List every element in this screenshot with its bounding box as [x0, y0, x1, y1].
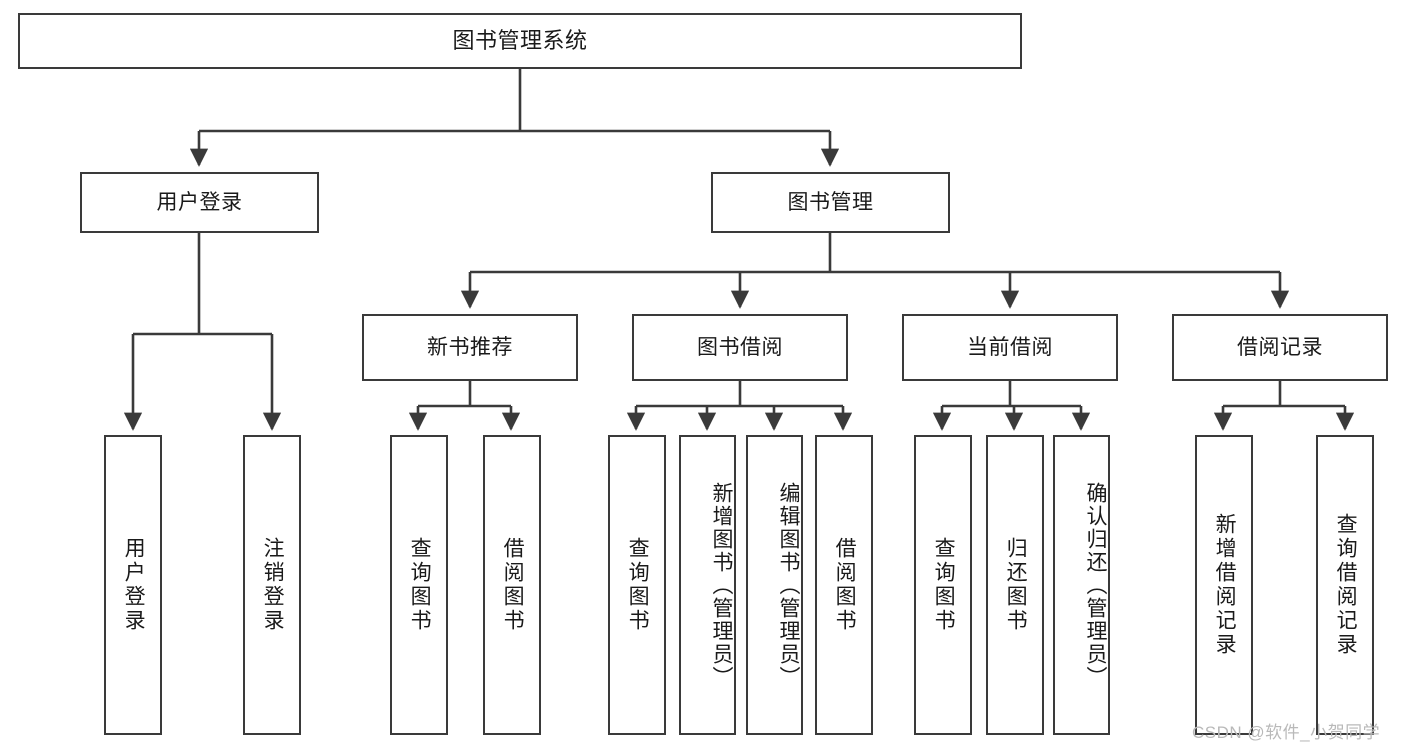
node-user-login[interactable]: 用户登录: [80, 172, 319, 233]
node-label: 当前借阅: [967, 335, 1053, 359]
node-label: 用户登录: [122, 537, 146, 633]
leaf-query-borrow-record[interactable]: 查询借阅记录: [1316, 435, 1374, 735]
node-label: 查询图书: [932, 537, 956, 633]
csdn-watermark: CSDN @软件_小贺同学: [1192, 723, 1381, 742]
leaf-query-book-borrow[interactable]: 查询图书: [608, 435, 666, 735]
node-label: 确认归还（管理员）: [1084, 481, 1107, 689]
node-label: 注销登录: [261, 537, 285, 633]
node-label: 查询图书: [626, 537, 650, 633]
leaf-edit-book-admin[interactable]: 编辑图书（管理员）: [746, 435, 803, 735]
node-label: 图书借阅: [697, 335, 783, 359]
leaf-borrow-book-new[interactable]: 借阅图书: [483, 435, 541, 735]
leaf-add-book-admin[interactable]: 新增图书（管理员）: [679, 435, 736, 735]
node-borrow-records[interactable]: 借阅记录: [1172, 314, 1388, 381]
node-new-book-recommend[interactable]: 新书推荐: [362, 314, 578, 381]
node-book-borrow[interactable]: 图书借阅: [632, 314, 848, 381]
leaf-query-book-new[interactable]: 查询图书: [390, 435, 448, 735]
node-label: 借阅图书: [833, 537, 857, 633]
node-root-system[interactable]: 图书管理系统: [18, 13, 1022, 69]
node-label: 新增图书（管理员）: [710, 481, 733, 689]
leaf-user-login[interactable]: 用户登录: [104, 435, 162, 735]
node-label: 借阅图书: [501, 537, 525, 633]
node-label: 新书推荐: [427, 335, 513, 359]
node-label: 用户登录: [156, 190, 243, 214]
leaf-add-borrow-record[interactable]: 新增借阅记录: [1195, 435, 1253, 735]
leaf-confirm-return-admin[interactable]: 确认归还（管理员）: [1053, 435, 1110, 735]
leaf-query-book-current[interactable]: 查询图书: [914, 435, 972, 735]
node-label: 编辑图书（管理员）: [777, 481, 800, 689]
node-label: 图书管理: [787, 190, 874, 214]
node-label: 借阅记录: [1237, 335, 1323, 359]
leaf-borrow-book[interactable]: 借阅图书: [815, 435, 873, 735]
leaf-user-logout[interactable]: 注销登录: [243, 435, 301, 735]
node-book-management[interactable]: 图书管理: [711, 172, 950, 233]
node-label: 查询借阅记录: [1334, 513, 1358, 657]
node-label: 新增借阅记录: [1213, 513, 1237, 657]
node-label: 查询图书: [408, 537, 432, 633]
node-label: 归还图书: [1004, 537, 1028, 633]
leaf-return-book[interactable]: 归还图书: [986, 435, 1044, 735]
node-label: 图书管理系统: [452, 27, 588, 53]
node-current-borrow[interactable]: 当前借阅: [902, 314, 1118, 381]
